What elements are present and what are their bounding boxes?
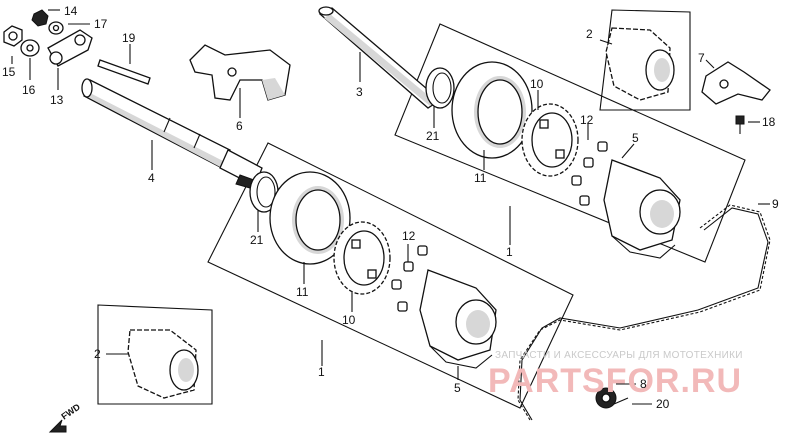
label-19: 19	[122, 31, 136, 45]
label-4: 4	[148, 171, 155, 185]
guide-part-8	[595, 387, 617, 409]
label-5-upper: 5	[632, 131, 639, 145]
chain-part-9	[517, 204, 771, 421]
label-9: 9	[772, 197, 779, 211]
fwd-label: FWD	[59, 401, 82, 421]
label-5-lower: 5	[454, 381, 461, 395]
label-13: 13	[50, 93, 64, 107]
label-6: 6	[236, 119, 243, 133]
label-20: 20	[656, 397, 670, 411]
label-15: 15	[2, 65, 16, 79]
label-1-lower: 1	[318, 365, 325, 379]
label-11-lower: 11	[296, 285, 309, 299]
rollers-part-12-lower	[391, 245, 428, 312]
label-3: 3	[356, 85, 363, 99]
upper-assembly-panel	[394, 23, 746, 263]
pin-part-3	[318, 6, 442, 109]
label-7: 7	[698, 51, 705, 65]
plate-part-11-upper	[451, 61, 533, 159]
label-21-lower: 21	[250, 233, 264, 247]
drum-part-5-upper	[603, 159, 681, 259]
bolt-part-19	[97, 59, 151, 85]
part-labels: 14 17 15 16 13 19 6 3 4 21 11 10 12 5 1 …	[2, 4, 779, 411]
label-14: 14	[64, 4, 78, 18]
bolt-part-18	[735, 115, 745, 134]
circlip-part-21-lower	[249, 171, 279, 213]
part-2-lower-panel	[97, 304, 213, 405]
watermark-brand-text: PARTSFOR.RU	[488, 362, 742, 400]
label-16: 16	[22, 83, 36, 97]
plate-part-11-lower	[269, 171, 351, 265]
label-2-upper: 2	[586, 27, 593, 41]
bracket-part-7	[701, 61, 771, 105]
watermark-top-text: ЗАПЧАСТИ И АКСЕССУАРЫ ДЛЯ МОТОТЕХНИКИ	[495, 350, 743, 361]
nut-part-14	[31, 9, 49, 27]
label-12-upper: 12	[580, 113, 594, 127]
label-10-upper: 10	[530, 77, 544, 91]
label-21-upper: 21	[426, 129, 440, 143]
sprocket-part-10-upper	[521, 103, 579, 177]
shift-fork-part-6	[189, 44, 291, 101]
pin-part-20	[613, 397, 629, 405]
washer-part-17	[48, 21, 64, 35]
shaft-part-4	[81, 78, 263, 189]
cam-part-2-lower	[127, 329, 199, 399]
rollers-part-12-upper	[571, 141, 608, 206]
label-10-lower: 10	[342, 313, 356, 327]
fwd-indicator: FWD	[48, 401, 82, 433]
lower-assembly-panel	[207, 142, 574, 409]
cam-part-2-upper	[605, 27, 675, 101]
label-18: 18	[762, 115, 776, 129]
label-8: 8	[640, 377, 647, 391]
part-2-upper-panel	[599, 9, 691, 111]
leader-lines	[11, 9, 770, 405]
label-2-lower: 2	[94, 347, 101, 361]
watermark: ЗАПЧАСТИ И АКСЕССУАРЫ ДЛЯ МОТОТЕХНИКИ PA…	[488, 350, 743, 400]
stopper-lever-part-13	[47, 29, 93, 67]
washer-part-16	[20, 39, 40, 57]
label-11-upper: 11	[474, 171, 487, 185]
drum-part-5-lower	[419, 269, 497, 369]
label-17: 17	[94, 17, 108, 31]
label-1-upper: 1	[506, 245, 513, 259]
sprocket-part-10-lower	[333, 221, 391, 295]
nut-part-15	[3, 25, 23, 47]
label-12-lower: 12	[402, 229, 416, 243]
circlip-part-21-upper	[425, 67, 455, 109]
